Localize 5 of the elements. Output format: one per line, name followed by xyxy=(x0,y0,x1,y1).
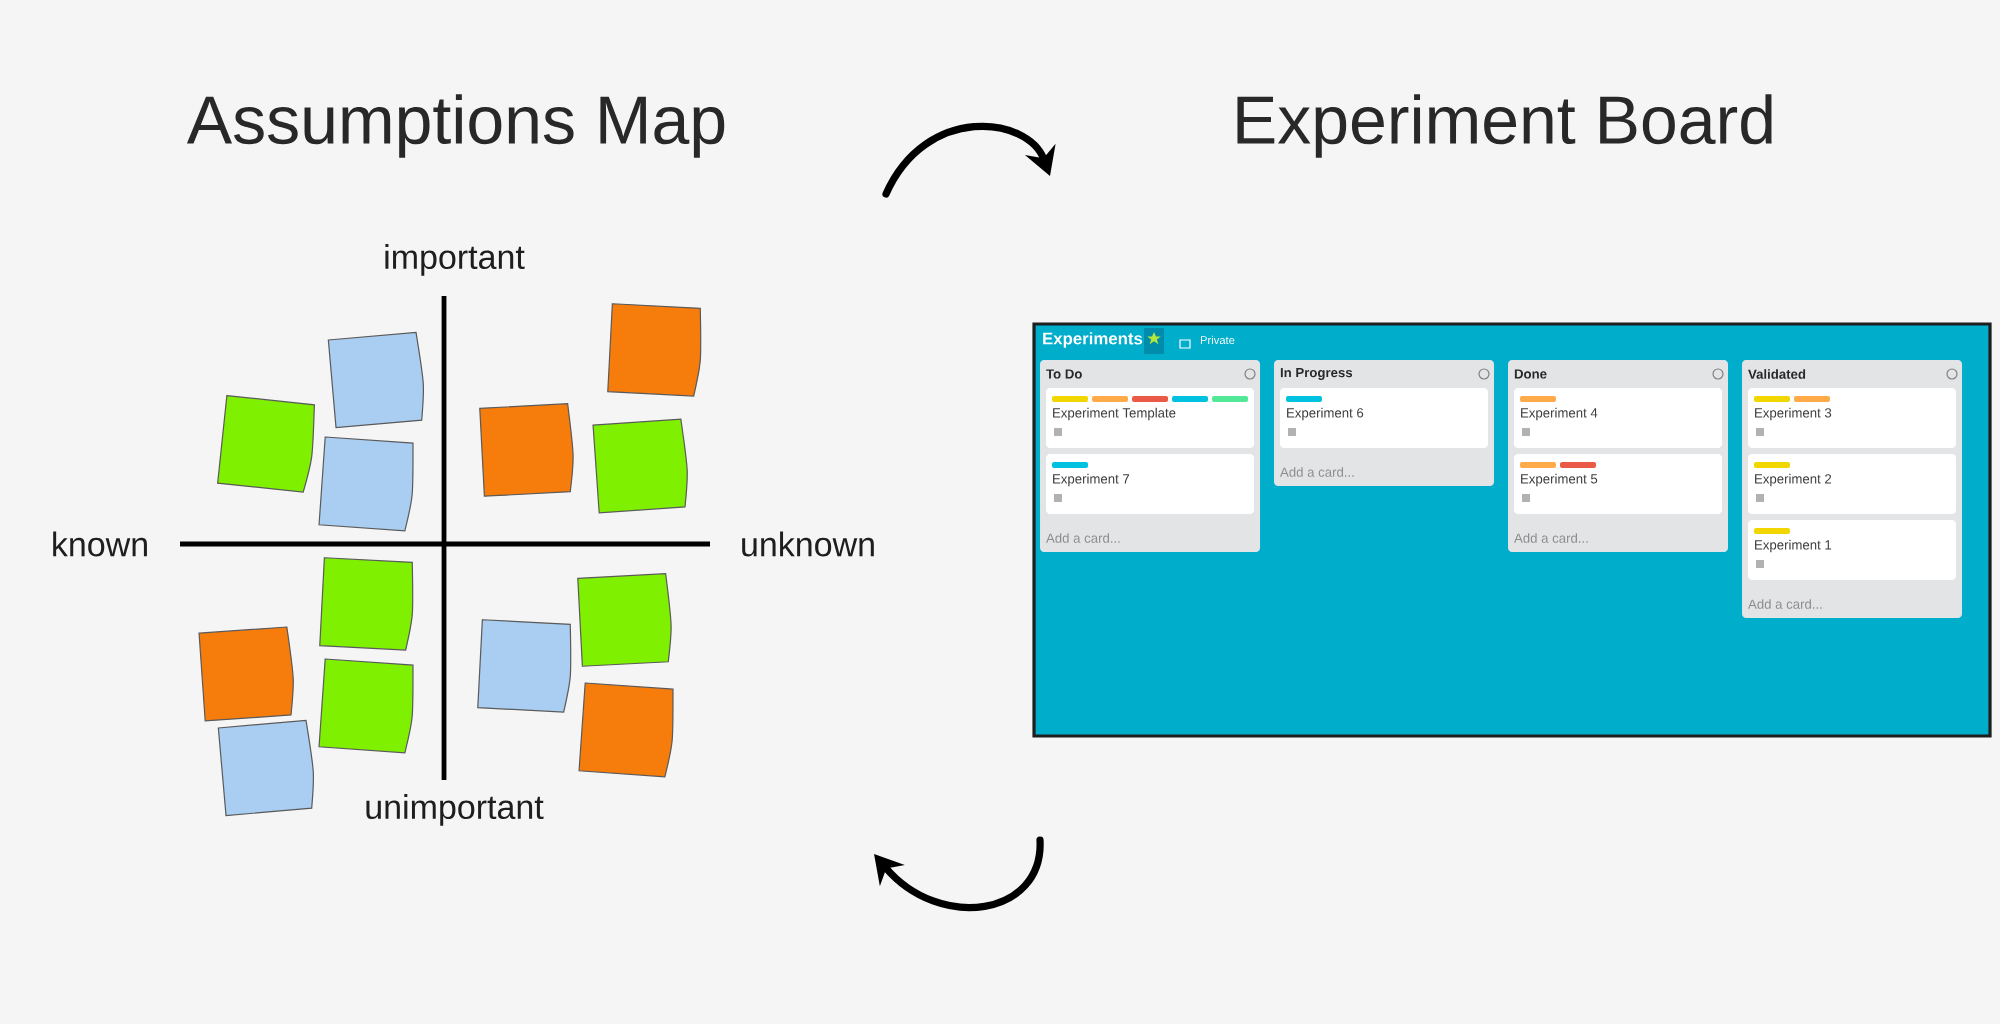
heading: Assumptions Map xyxy=(186,94,725,158)
axis-label: unknown xyxy=(742,531,874,557)
axis-label: unimportant xyxy=(366,794,544,826)
axis-label: known xyxy=(53,531,147,557)
heading: Experiment Board xyxy=(1237,94,1772,158)
